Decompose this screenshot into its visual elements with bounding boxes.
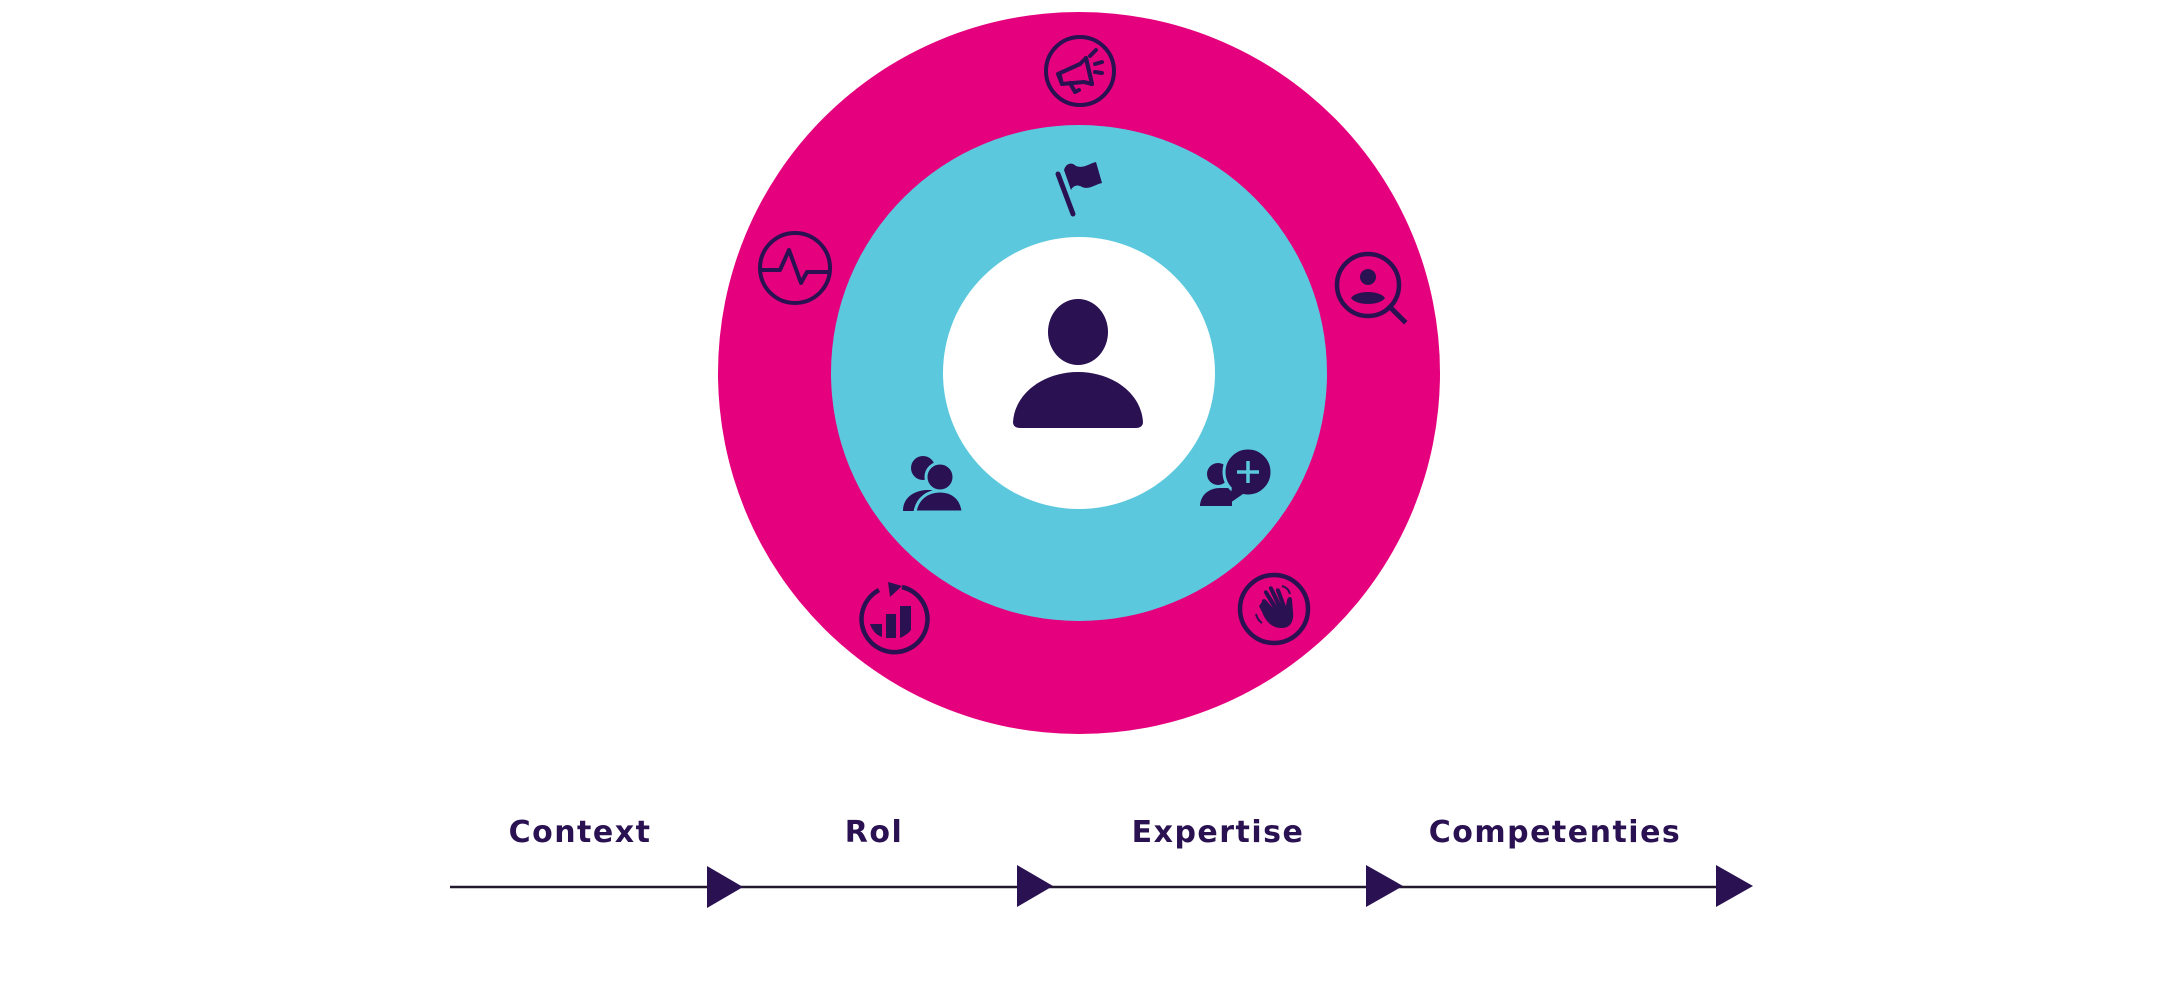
person-add-chat-icon bbox=[1200, 446, 1274, 506]
step-label-context: Context bbox=[509, 815, 652, 850]
timeline-arrow-4 bbox=[1716, 865, 1753, 907]
timeline-arrow-2 bbox=[1017, 865, 1053, 907]
timeline-arrow-3 bbox=[1366, 865, 1403, 907]
timeline-arrow-1 bbox=[707, 866, 743, 908]
flag-icon bbox=[1055, 162, 1102, 217]
step-label-role: Rol bbox=[845, 815, 904, 850]
pulse-icon bbox=[758, 231, 832, 305]
growth-chart-icon bbox=[859, 582, 930, 655]
person-icon bbox=[1013, 299, 1143, 428]
step-label-expertise: Expertise bbox=[1132, 815, 1305, 850]
two-people-icon bbox=[903, 456, 965, 514]
user-search-icon bbox=[1334, 251, 1408, 325]
waving-hand-icon bbox=[1237, 572, 1311, 646]
megaphone-icon bbox=[1044, 35, 1116, 107]
step-label-competencies: Competenties bbox=[1429, 815, 1682, 850]
